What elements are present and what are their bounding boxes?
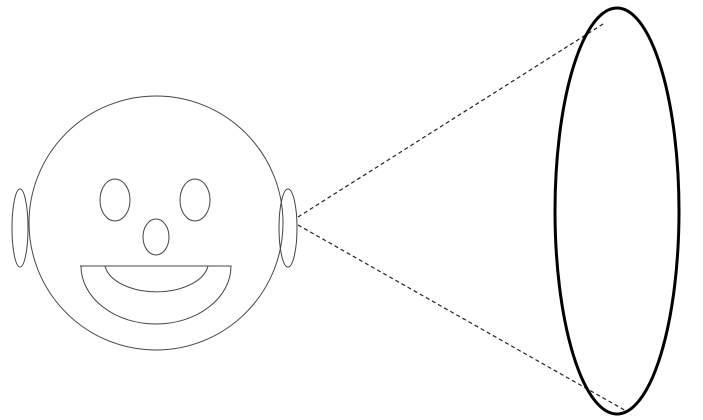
right-eye <box>179 178 211 222</box>
right-ear <box>278 188 298 268</box>
head-outline <box>28 95 284 351</box>
nose <box>142 218 170 256</box>
left-eye <box>99 178 131 222</box>
projection-lines <box>297 23 629 413</box>
lower-dashed-line <box>297 224 629 413</box>
face <box>11 95 298 351</box>
mouth-inner-arc <box>104 265 209 293</box>
large-ellipse <box>553 6 681 416</box>
upper-dashed-line <box>297 23 604 218</box>
mouth <box>80 265 232 325</box>
left-ear <box>11 188 29 268</box>
